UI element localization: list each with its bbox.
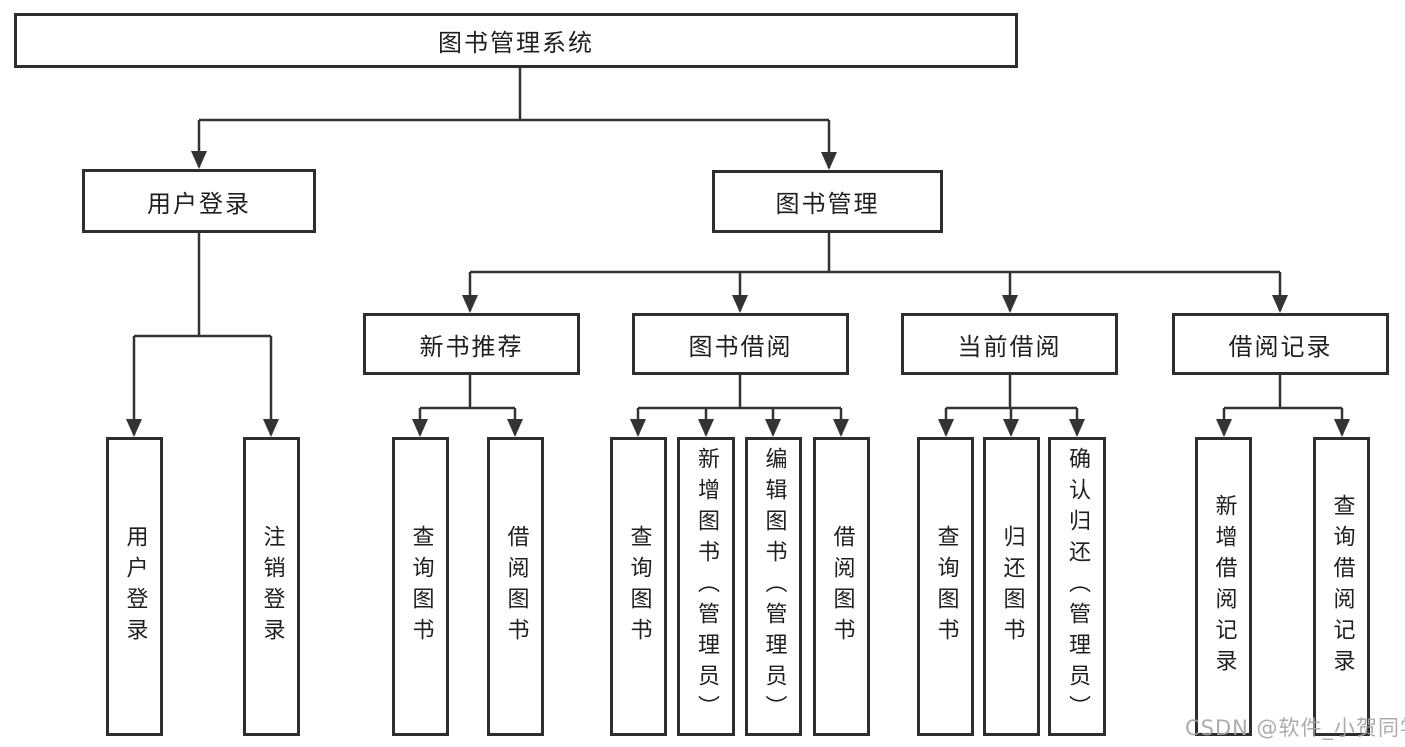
node-leaf-query-books-current: 查询图书 (917, 437, 974, 736)
node-borrowing-records: 借阅记录 (1172, 313, 1389, 375)
node-leaf-edit-book-admin: 编辑图书（管理员） (745, 437, 802, 736)
node-leaf-borrow-books-borrowing: 借阅图书 (813, 437, 870, 736)
node-user-login: 用户登录 (82, 169, 316, 233)
node-book-borrowing: 图书借阅 (632, 313, 849, 375)
node-leaf-add-book-admin: 新增图书（管理员） (677, 437, 735, 736)
node-leaf-user-login: 用户登录 (106, 437, 163, 736)
node-leaf-confirm-return-admin: 确认归还（管理员） (1048, 437, 1106, 736)
arrowhead-icons (126, 151, 1350, 437)
node-leaf-add-borrow-record: 新增借阅记录 (1195, 437, 1252, 736)
node-book-management: 图书管理 (712, 170, 943, 233)
node-leaf-logout: 注销登录 (243, 437, 300, 736)
node-leaf-query-books-recommend: 查询图书 (392, 437, 449, 736)
node-new-book-recommendation: 新书推荐 (363, 313, 580, 375)
node-leaf-borrow-books-recommend: 借阅图书 (487, 437, 544, 736)
csdn-watermark: CSDN @软件_小贺同学 (1185, 716, 1405, 740)
node-leaf-query-borrow-record: 查询借阅记录 (1313, 437, 1370, 736)
node-leaf-return-book: 归还图书 (983, 437, 1040, 736)
node-library-management-system: 图书管理系统 (14, 13, 1018, 68)
node-leaf-query-books-borrowing: 查询图书 (610, 437, 667, 736)
node-current-borrowing: 当前借阅 (901, 313, 1118, 375)
